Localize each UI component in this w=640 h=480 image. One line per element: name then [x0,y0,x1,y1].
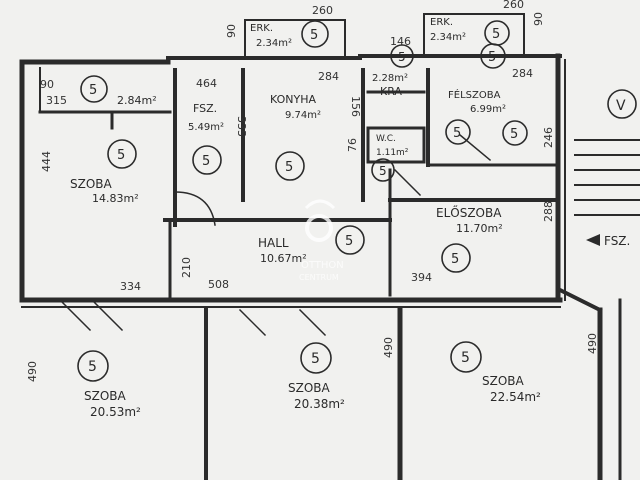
svg-text:5: 5 [488,50,496,65]
svg-text:5: 5 [202,154,210,169]
room-name-konyha: KONYHA [270,93,316,106]
svg-text:5: 5 [379,164,387,178]
dim-146: 146 [390,35,411,48]
room-name-fsz: FSZ. [193,102,217,115]
room-name-kamra: KRA [380,85,402,98]
room-name-szoba: SZOBA [84,389,127,403]
dim-394: 394 [411,271,432,284]
room-area-konyha: 9.74m² [285,110,321,121]
walls [19,13,640,480]
dim-464: 464 [196,77,217,90]
svg-text:5: 5 [345,234,353,249]
marker-circle: 5 [445,119,471,145]
marker-circle: 5 [301,20,329,48]
marker-circle: 5 [335,225,365,255]
room-name-szoba: SZOBA [288,381,331,395]
svg-text:5: 5 [398,50,406,64]
room-area-erkely: 2.34m² [430,32,466,43]
dim-210: 210 [180,257,193,278]
room-area-fsz: 5.49m² [188,122,224,133]
room-name-wc: W.C. [376,134,396,144]
room-name-erkely: ERK. [430,17,453,28]
svg-text:5: 5 [510,127,518,142]
dimension-labels: 260 260 90 90 146 464 284 284 90 315 335… [26,0,599,382]
marker-circle: 5 [300,342,332,374]
dim-260: 260 [503,0,524,11]
room-markers: 5 5 5 5 5 5 5 5 5 5 5 5 5 5 5 5 V [77,20,637,382]
dim-335: 335 [235,116,248,137]
svg-text:5: 5 [89,83,97,98]
dim-490: 490 [586,333,599,354]
room-name-eloszoba: ELŐSZOBA [436,205,502,220]
room-area-szoba: 20.53m² [90,405,141,419]
svg-text:5: 5 [117,148,125,163]
dim-508: 508 [208,278,229,291]
room-name-szoba: SZOBA [482,374,525,388]
svg-text:5: 5 [311,351,320,367]
dim-90: 90 [40,78,54,91]
watermark-text: OTTHON [301,260,344,271]
marker-circle: 5 [192,145,222,175]
marker-circle: 5 [107,139,137,169]
dim-284: 284 [512,67,533,80]
marker-circle: 5 [480,43,506,69]
svg-text:5: 5 [310,28,318,43]
dim-315: 315 [46,94,67,107]
marker-circle: 5 [371,158,395,182]
room-area-szoba: 22.54m² [490,390,541,404]
marker-circle: 5 [275,151,305,181]
room-area-wc: 1.11m² [376,148,409,158]
room-area-szoba: 14.83m² [92,192,139,205]
svg-text:5: 5 [88,359,97,375]
svg-text:5: 5 [461,350,470,366]
dim-288: 288 [542,201,555,222]
dim-90: 90 [532,12,545,26]
watermark-logo: OTTHON CENTRUM [299,199,344,282]
room-labels: ERK. 2.34m² ERK. 2.34m² 2.84m² FSZ. 5.49… [70,17,541,419]
stair-marker: V [607,89,637,119]
marker-circle: 5 [502,120,528,146]
room-area-eloszoba: 11.70m² [456,222,503,235]
room-name-felszoba: FÉLSZOBA [448,88,501,101]
svg-text:V: V [616,98,626,114]
svg-text:5: 5 [492,27,500,42]
dim-260: 260 [312,4,333,17]
room-area-balkon: 2.84m² [117,94,157,107]
room-name-erkely: ERK. [250,23,273,34]
room-area-felszoba: 6.99m² [470,104,506,115]
dim-490: 490 [382,337,395,358]
room-name-szoba: SZOBA [70,177,113,191]
dim-490: 490 [26,361,39,382]
room-area-hall: 10.67m² [260,252,307,265]
dim-90: 90 [225,24,238,38]
watermark-text: CENTRUM [299,273,339,282]
room-area-erkely: 2.34m² [256,38,292,49]
svg-text:5: 5 [453,126,461,141]
marker-circle: 5 [390,44,414,68]
marker-circle: 5 [77,350,109,382]
room-area-szoba: 20.38m² [294,397,345,411]
svg-text:5: 5 [451,252,459,267]
marker-circle: 5 [80,75,108,103]
dim-156: 156 [349,96,362,117]
dim-444: 444 [40,151,53,172]
dim-284: 284 [318,70,339,83]
marker-circle: 5 [450,341,482,373]
dim-246: 246 [542,127,555,148]
marker-circle: 5 [441,243,471,273]
svg-text:5: 5 [285,160,293,175]
dim-76: 76 [346,138,359,152]
dim-334: 334 [120,280,141,293]
room-area-kamra: 2.28m² [372,73,408,84]
entrance-arrow: FSZ. [586,234,630,248]
entrance-label: FSZ. [604,234,630,248]
room-name-hall: HALL [258,236,289,250]
